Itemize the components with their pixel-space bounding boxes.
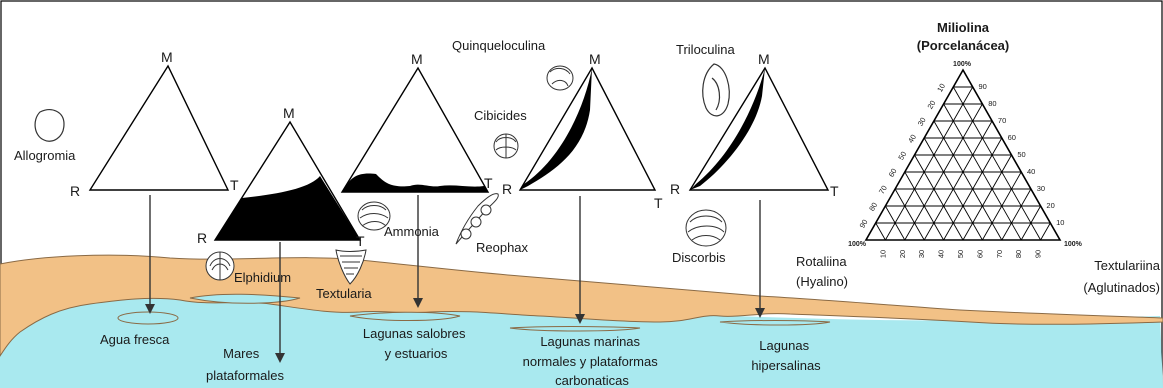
vertex-t: T: [356, 233, 365, 249]
vertex-t: T: [484, 175, 493, 191]
vertex-m: M: [411, 51, 423, 67]
vertex-t: T: [230, 177, 239, 193]
tick-label-left: 60: [887, 167, 899, 179]
tick-label-right: 60: [1008, 133, 1016, 142]
cibicides-sketch: [494, 134, 518, 158]
vertex-t: T: [654, 195, 663, 211]
tick-label-bottom: 70: [995, 250, 1004, 258]
tick-label-bottom: 10: [878, 250, 887, 258]
tick-label-bottom: 20: [898, 250, 907, 258]
label-triloculina: Triloculina: [676, 42, 736, 57]
vertex-r: R: [197, 230, 207, 246]
triloculina-sketch: [703, 64, 730, 116]
key-right-sub: (Aglutinados): [1083, 280, 1160, 295]
vertex-m: M: [161, 49, 173, 65]
tick-label-right: 10: [1056, 218, 1064, 227]
tick-label-bottom: 80: [1014, 250, 1023, 258]
tick-label-left: 40: [906, 133, 918, 145]
tick-label-bottom: 60: [975, 250, 984, 258]
key-right-name: Textulariina: [1094, 258, 1161, 273]
label-ammonia: Ammonia: [384, 224, 440, 239]
key-left-sub: (Hyalino): [796, 274, 848, 289]
triangle-outline: [90, 66, 228, 190]
tick-label-left: 80: [867, 201, 879, 213]
vertex-r: R: [670, 181, 680, 197]
key-top-name: Miliolina: [937, 20, 990, 35]
tick-label-left: 70: [877, 184, 889, 196]
tick-label-bottom: 30: [917, 250, 926, 258]
tick-label-right: 30: [1037, 184, 1045, 193]
tick-label-right: 90: [979, 82, 987, 91]
tick-label-right: 80: [988, 99, 996, 108]
reophax-sketch: [456, 194, 498, 244]
tick-label-left: 30: [916, 116, 928, 128]
tick-label-left: 50: [896, 150, 908, 162]
label-discorbis: Discorbis: [672, 250, 726, 265]
tick-label-left: 10: [935, 82, 947, 94]
tick-label-bottom: 40: [937, 250, 946, 258]
label-textularia: Textularia: [316, 286, 372, 301]
tick-label-bottom: 90: [1034, 250, 1043, 258]
label-reophax: Reophax: [476, 240, 529, 255]
triangle-outline: [342, 68, 488, 192]
label-cibicides: Cibicides: [474, 108, 527, 123]
quinqueloculina-sketch: [547, 66, 573, 90]
label-quinqueloculina: Quinqueloculina: [452, 38, 546, 53]
discorbis-sketch: [686, 210, 726, 246]
tick-label-left: 90: [858, 218, 870, 230]
tick-label-right: 40: [1027, 167, 1035, 176]
label-allogromia: Allogromia: [14, 148, 76, 163]
key-pct-right: 100%: [1064, 241, 1083, 248]
key-pct-top: 100%: [953, 61, 972, 68]
label-elphidium: Elphidium: [234, 270, 291, 285]
tick-label-right: 50: [1017, 150, 1025, 159]
key-pct-left: 100%: [848, 241, 867, 248]
tick-label-bottom: 50: [956, 250, 965, 258]
vertex-m: M: [589, 51, 601, 67]
elphidium-sketch: [206, 252, 234, 280]
key-top-sub: (Porcelanácea): [917, 38, 1010, 53]
allogromia-sketch: [35, 110, 64, 142]
vertex-m: M: [283, 105, 295, 121]
tick-label-right: 70: [998, 116, 1006, 125]
key-left-name: Rotaliina: [796, 254, 847, 269]
vertex-t: T: [830, 183, 839, 199]
vertex-r: R: [70, 183, 80, 199]
vertex-m: M: [758, 51, 770, 67]
tick-label-left: 20: [925, 99, 937, 111]
lagoon-agua-fresca: [118, 312, 178, 324]
vertex-r: R: [502, 181, 512, 197]
tick-label-right: 20: [1046, 201, 1054, 210]
label-agua-fresca: Agua fresca: [100, 332, 170, 347]
